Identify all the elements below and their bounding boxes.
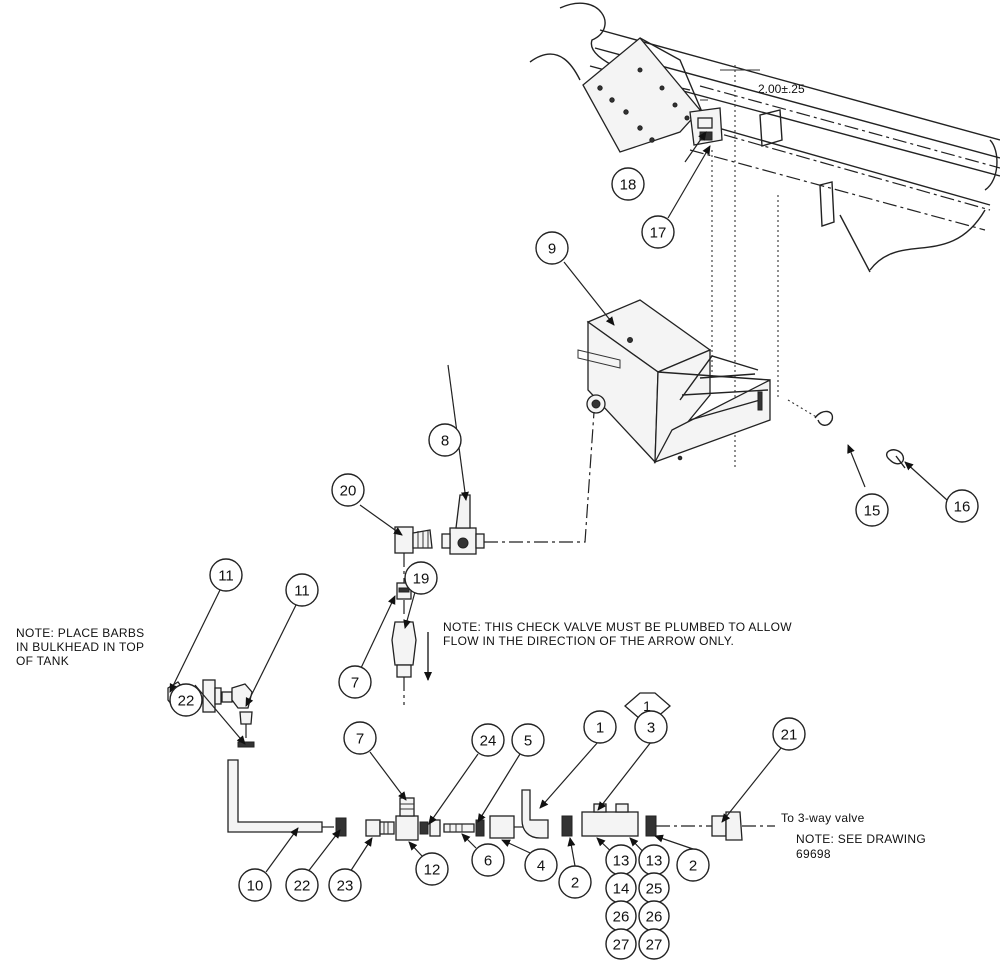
balloon-4: 4 <box>524 848 558 882</box>
balloon-12: 12 <box>415 852 449 886</box>
frame-beam <box>529 2 1000 273</box>
clip-parts <box>787 399 906 469</box>
balloon-5: 5 <box>511 723 545 757</box>
balloon-11-right: 11 <box>285 573 319 607</box>
note-barbs-line-2: IN BULKHEAD IN TOP <box>16 640 144 654</box>
hex-tag-label: 1 <box>643 698 651 714</box>
svg-text:22: 22 <box>294 878 311 895</box>
balloon-7-upper: 7 <box>338 665 372 699</box>
svg-text:15: 15 <box>864 503 881 520</box>
leader-lines <box>169 131 948 874</box>
svg-text:26: 26 <box>646 909 663 926</box>
balloon-stack-left-26: 26 <box>605 900 637 932</box>
svg-text:11: 11 <box>294 583 310 600</box>
svg-text:11: 11 <box>218 568 234 585</box>
svg-text:5: 5 <box>524 733 532 750</box>
svg-text:9: 9 <box>548 241 556 258</box>
balloon-23: 23 <box>328 868 362 902</box>
balloon-9: 9 <box>535 231 569 265</box>
svg-text:18: 18 <box>620 177 637 194</box>
svg-text:3: 3 <box>647 720 655 737</box>
note-see-drawing-line-1: NOTE: SEE DRAWING <box>796 832 926 846</box>
balloon-stack-left-14: 14 <box>605 872 637 904</box>
note-see-drawing: NOTE: SEE DRAWING 69698 <box>796 832 926 861</box>
mounting-bracket <box>582 37 779 470</box>
svg-text:27: 27 <box>646 937 663 954</box>
hose <box>227 759 347 837</box>
balloon-2-left: 2 <box>558 865 592 899</box>
svg-text:23: 23 <box>337 878 354 895</box>
svg-text:26: 26 <box>613 909 630 926</box>
balloon-stack-left-13: 13 <box>605 844 637 876</box>
svg-text:20: 20 <box>340 483 357 500</box>
dimension-label: 2.00±.25 <box>758 82 805 96</box>
svg-text:7: 7 <box>356 731 364 748</box>
balloon-6: 6 <box>471 843 505 877</box>
svg-text:4: 4 <box>537 858 545 875</box>
svg-text:27: 27 <box>613 937 630 954</box>
balloon-17: 17 <box>641 215 675 249</box>
balloon-2-right: 2 <box>676 848 710 882</box>
note-see-drawing-line-2: 69698 <box>796 847 831 861</box>
balloon-stack-right-13: 13 <box>638 844 670 876</box>
balloon-stack-right-25: 25 <box>638 872 670 904</box>
balloon-stack-left-27: 27 <box>605 928 637 960</box>
svg-text:2: 2 <box>571 875 579 892</box>
balloon-7-lower: 7 <box>343 721 377 755</box>
balloon-stack-right-26: 26 <box>638 900 670 932</box>
svg-text:6: 6 <box>484 853 492 870</box>
balloon-20: 20 <box>331 473 365 507</box>
note-barbs: NOTE: PLACE BARBS IN BULKHEAD IN TOP OF … <box>16 626 144 668</box>
balloon-19: 19 <box>404 561 438 595</box>
tank-assembly <box>577 299 771 464</box>
note-check-valve: NOTE: THIS CHECK VALVE MUST BE PLUMBED T… <box>443 620 792 648</box>
valve-assembly <box>391 411 595 705</box>
note-barbs-line-3: OF TANK <box>16 654 69 668</box>
svg-text:21: 21 <box>781 727 798 744</box>
balloon-3: 3 <box>634 710 668 744</box>
balloon-22-left: 22 <box>169 683 203 717</box>
balloon-22-lower: 22 <box>285 868 319 902</box>
note-check-valve-line-2: FLOW IN THE DIRECTION OF THE ARROW ONLY. <box>443 634 734 648</box>
svg-text:25: 25 <box>646 881 663 898</box>
balloon-24: 24 <box>471 723 505 757</box>
balloon-15: 15 <box>855 493 889 527</box>
svg-text:13: 13 <box>613 853 630 870</box>
svg-text:10: 10 <box>247 878 264 895</box>
svg-text:24: 24 <box>480 733 497 750</box>
svg-text:7: 7 <box>351 675 359 692</box>
svg-text:1: 1 <box>596 720 604 737</box>
svg-text:12: 12 <box>424 862 441 879</box>
svg-text:19: 19 <box>413 571 430 588</box>
note-barbs-line-1: NOTE: PLACE BARBS <box>16 626 144 640</box>
balloon-16: 16 <box>945 489 979 523</box>
lower-fittings <box>365 789 775 841</box>
balloon-10: 10 <box>238 868 272 902</box>
svg-text:2: 2 <box>689 858 697 875</box>
destination-label: To 3-way valve <box>781 811 865 825</box>
svg-text:16: 16 <box>954 499 971 516</box>
svg-text:22: 22 <box>178 693 195 710</box>
balloon-11-left: 11 <box>209 558 243 592</box>
svg-text:8: 8 <box>441 433 449 450</box>
balloon-stack-right-27: 27 <box>638 928 670 960</box>
balloon-8: 8 <box>428 423 462 457</box>
balloon-21: 21 <box>772 717 806 751</box>
svg-text:13: 13 <box>646 853 663 870</box>
svg-text:14: 14 <box>613 881 630 898</box>
note-check-valve-line-1: NOTE: THIS CHECK VALVE MUST BE PLUMBED T… <box>443 620 792 634</box>
svg-text:17: 17 <box>650 225 667 242</box>
balloon-1: 1 <box>583 710 617 744</box>
balloon-18: 18 <box>611 167 645 201</box>
